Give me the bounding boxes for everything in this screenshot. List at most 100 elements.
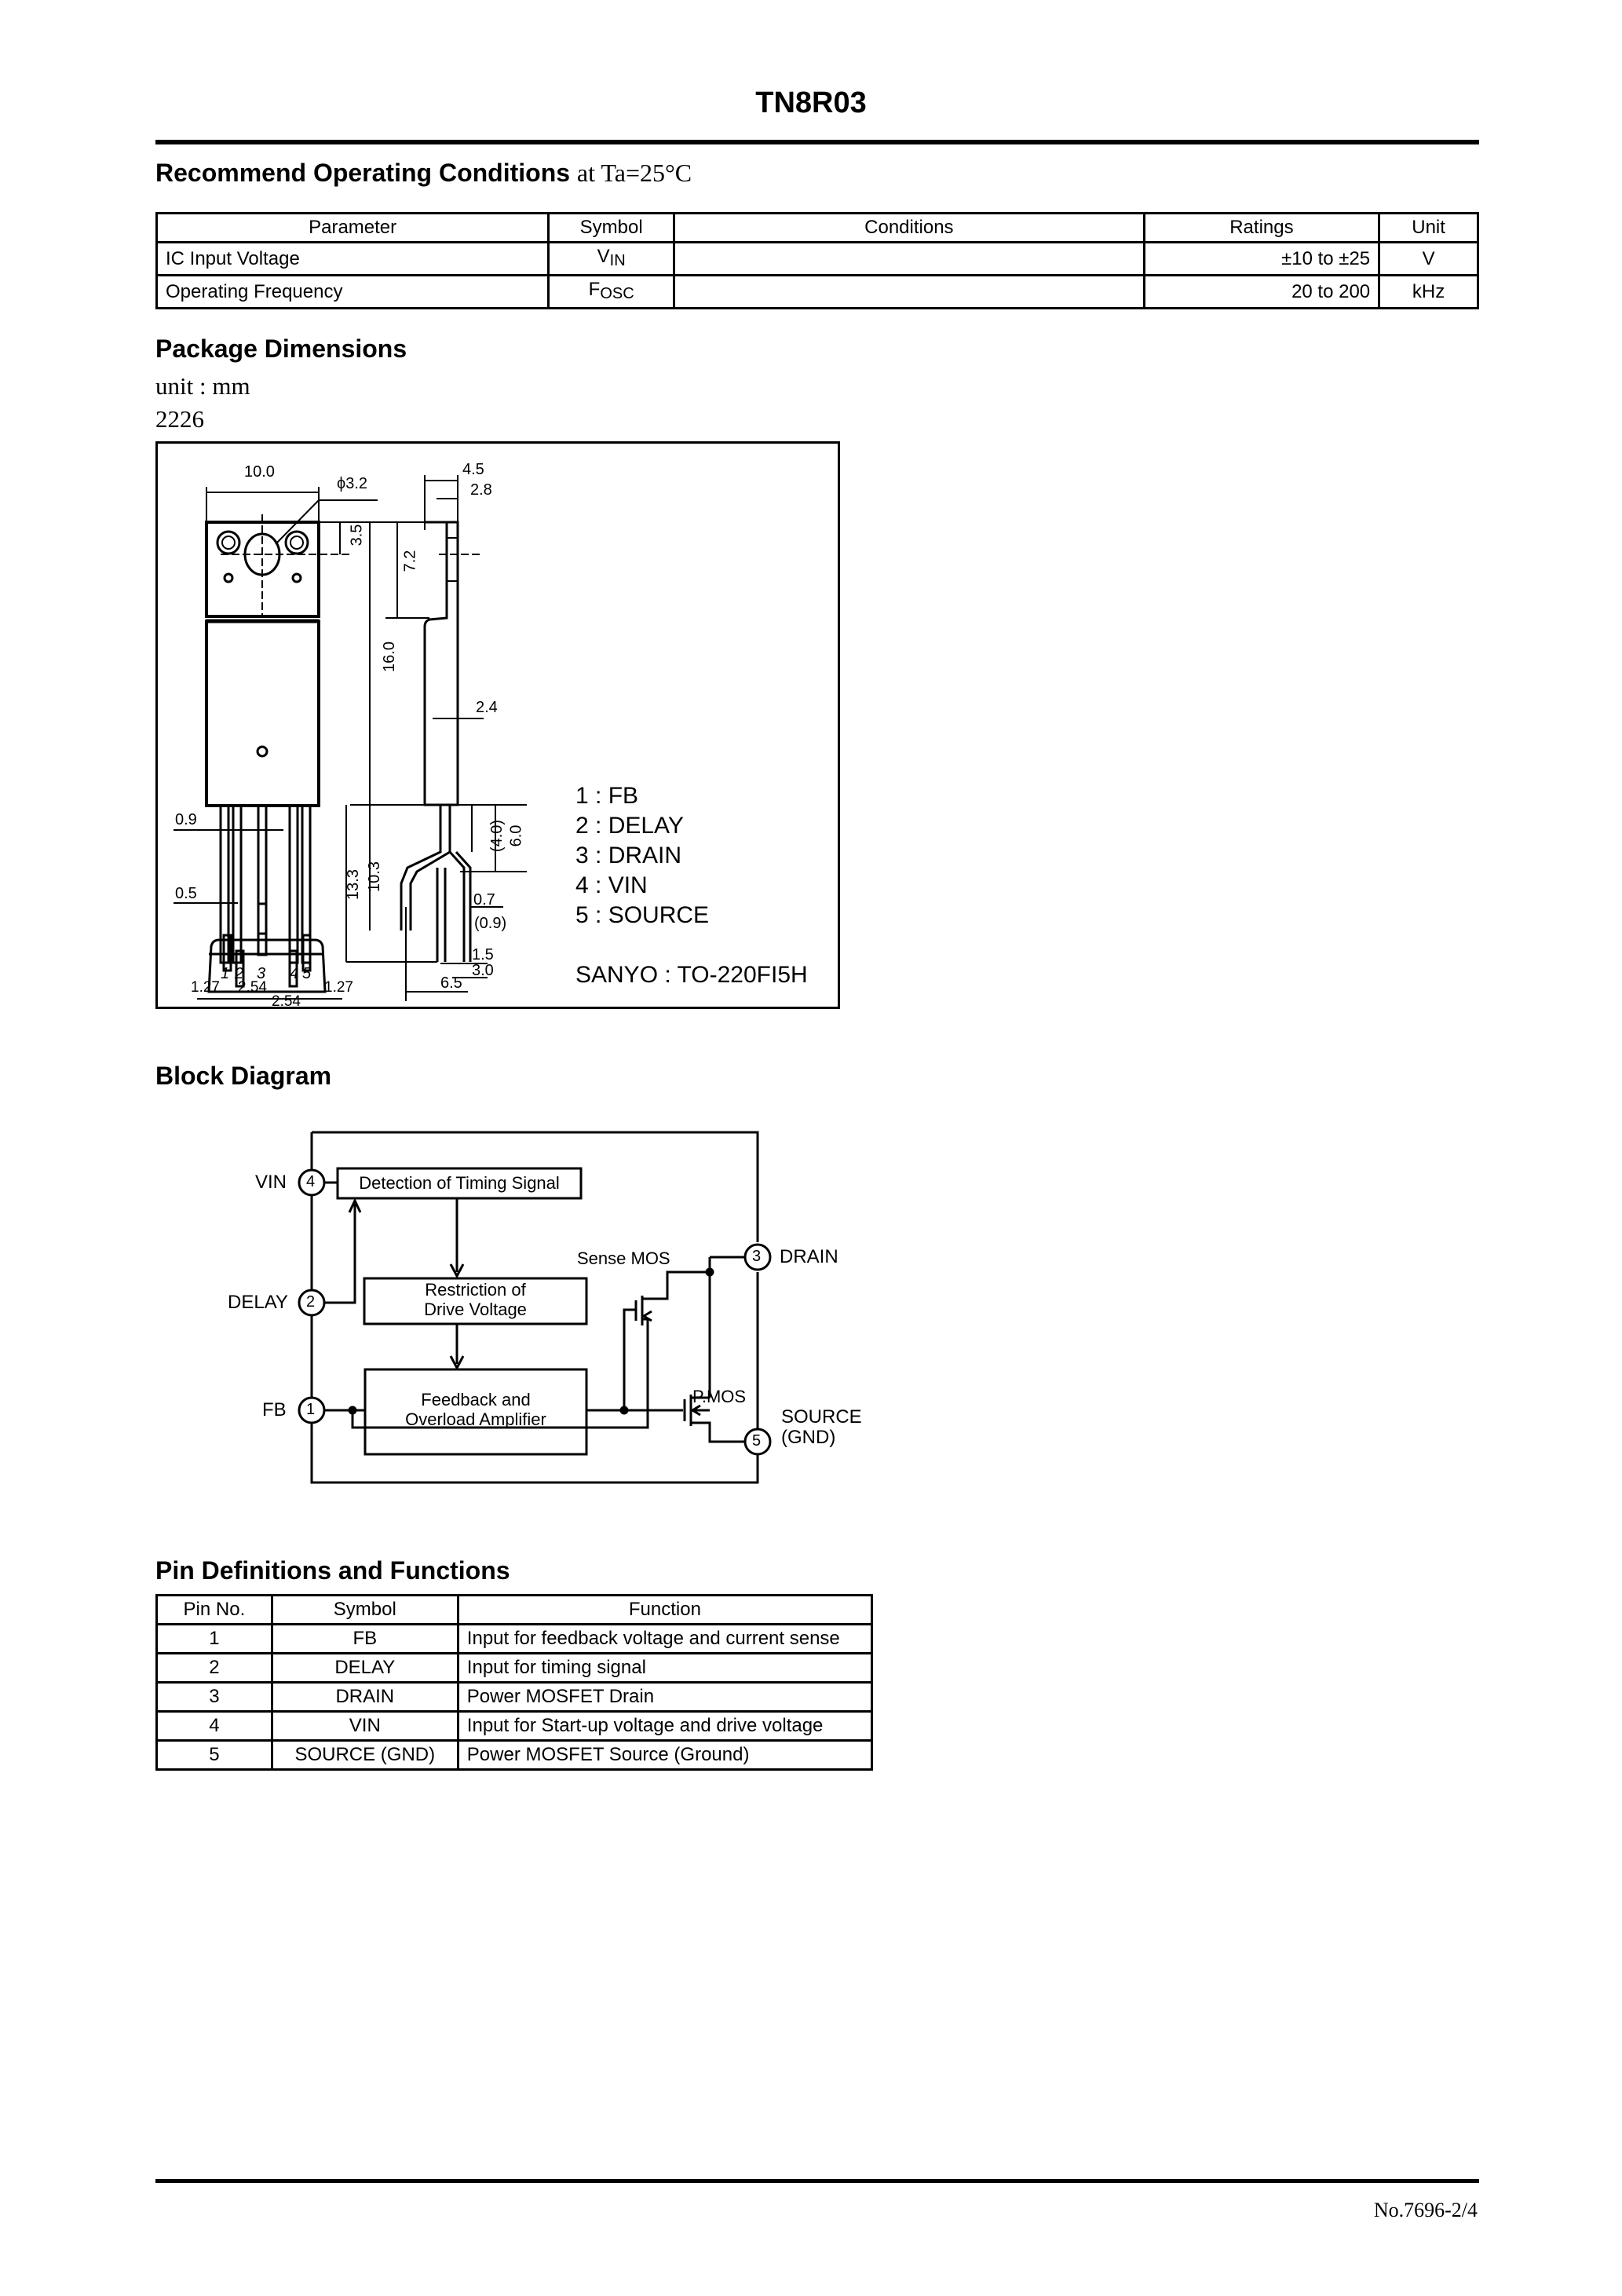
recommended-table: Parameter Symbol Conditions Ratings Unit…	[155, 212, 1479, 309]
dim-label: 3.5	[348, 524, 366, 547]
source-label: SOURCE	[781, 1406, 862, 1428]
feedback-line-2: Overload Amplifier	[405, 1409, 546, 1429]
table-row: 4 VIN Input for Start-up voltage and dri…	[155, 1710, 874, 1742]
ratings-cell: ±10 to ±25	[1142, 241, 1381, 276]
dim-label: 1.27	[324, 979, 353, 996]
unit-cell: V	[1378, 241, 1479, 276]
dim-label: 6.5	[440, 974, 462, 992]
restriction-block: Restriction of Drive Voltage	[364, 1280, 586, 1319]
package-outline-drawing	[174, 475, 527, 1001]
page-title: TN8R03	[755, 86, 867, 119]
dim-label: 0.7	[473, 891, 495, 909]
dim-label: 2.54	[238, 979, 267, 996]
pin-number: 3	[752, 1248, 762, 1265]
pin-cell: 3	[155, 1681, 273, 1713]
header-rule	[155, 140, 1479, 144]
package-heading: Package Dimensions	[155, 335, 407, 363]
unit-cell: kHz	[1378, 274, 1479, 309]
dim-label: 7.2	[401, 550, 419, 572]
sense-mos-label: Sense MOS	[577, 1249, 670, 1268]
recommended-heading-text: Recommend Operating Conditions	[155, 159, 571, 187]
pin-number: 1	[306, 1401, 316, 1418]
lead-number: 5	[302, 965, 312, 982]
symbol-cell: FB	[270, 1623, 459, 1654]
lead-number: 2	[235, 965, 244, 982]
col-parameter: Parameter	[155, 212, 550, 243]
package-code: 2226	[155, 405, 204, 433]
table-row: 2 DELAY Input for timing signal	[155, 1652, 874, 1684]
pmos-label: P.MOS	[692, 1387, 747, 1406]
ratings-cell: 20 to 200	[1142, 274, 1381, 309]
feedback-line-1: Feedback and	[421, 1390, 531, 1409]
col-ratings: Ratings	[1142, 212, 1381, 243]
table-row: 5 SOURCE (GND) Power MOSFET Source (Grou…	[155, 1739, 874, 1771]
symbol-cell: SOURCE (GND)	[270, 1739, 459, 1771]
dim-label: 2.8	[470, 481, 492, 499]
pin-cell: 5	[155, 1739, 273, 1771]
pin-label-fb: FB	[262, 1399, 287, 1420]
pin-legend-item: 3 : DRAIN	[575, 843, 682, 868]
table-row: IC Input Voltage VIN ±10 to ±25 V	[155, 241, 1479, 276]
dim-label: (4.0)	[488, 819, 506, 853]
col-pin-no: Pin No.	[155, 1594, 273, 1625]
pin-defs-table: Pin No. Symbol Function 1 FB Input for f…	[155, 1594, 874, 1771]
dim-label: 2.54	[272, 993, 301, 1010]
package-unit: unit : mm	[155, 372, 250, 400]
detection-block: Detection of Timing Signal	[359, 1173, 560, 1193]
symbol-sub: IN	[609, 252, 626, 269]
document-number: No.7696-2/4	[1373, 2199, 1478, 2221]
dim-label: 1.27	[191, 979, 220, 996]
pin-legend-item: 4 : VIN	[575, 872, 648, 898]
block-diagram-heading: Block Diagram	[155, 1062, 332, 1090]
col-conditions: Conditions	[673, 212, 1145, 243]
pin-legend-item: 5 : SOURCE	[575, 902, 710, 928]
recommended-heading-suffix: at Ta=25°C	[576, 159, 692, 187]
symbol-main: F	[588, 279, 601, 300]
col-symbol: Symbol	[547, 212, 676, 243]
dim-label: 1.5	[472, 946, 494, 963]
footer-rule	[155, 2179, 1479, 2183]
function-cell: Input for Start-up voltage and drive vol…	[456, 1710, 874, 1742]
table-row: Operating Frequency FOSC 20 to 200 kHz	[155, 274, 1479, 309]
package-name: SANYO : TO-220FI5H	[575, 962, 808, 988]
table-row: 1 FB Input for feedback voltage and curr…	[155, 1623, 874, 1654]
col-function: Function	[456, 1594, 874, 1625]
dim-label: 2.4	[476, 699, 498, 716]
block-diagram-wiring	[298, 1131, 772, 1484]
pin-number: 5	[752, 1432, 762, 1450]
pin-label-vin: VIN	[255, 1172, 287, 1193]
col-symbol: Symbol	[270, 1594, 459, 1625]
function-cell: Input for feedback voltage and current s…	[456, 1623, 874, 1654]
dim-label: 13.3	[344, 869, 362, 900]
package-drawing-frame: 10.0 ϕ3.2 3.5 4.5 2.8 7.2 16.0 2.4 0.9 0…	[155, 441, 840, 1010]
table-header-row: Pin No. Symbol Function	[155, 1594, 874, 1625]
dim-label: 10.0	[244, 463, 275, 481]
table-header-row: Parameter Symbol Conditions Ratings Unit	[155, 212, 1479, 243]
symbol-cell: DELAY	[270, 1652, 459, 1684]
dim-label: 0.5	[175, 885, 197, 902]
dim-label: (0.9)	[474, 915, 507, 932]
dim-label: 3.0	[472, 962, 494, 979]
pin-number: 2	[306, 1293, 316, 1311]
pin-cell: 2	[155, 1652, 273, 1684]
recommended-heading: Recommend Operating Conditions at Ta=25°…	[155, 159, 692, 188]
dim-label: 16.0	[380, 642, 398, 672]
function-cell: Power MOSFET Source (Ground)	[456, 1739, 874, 1771]
symbol-sub: OSC	[600, 285, 634, 302]
restriction-line-1: Restriction of	[425, 1280, 526, 1300]
dim-label: 6.0	[507, 824, 525, 847]
symbol-cell: FOSC	[547, 274, 676, 309]
pin-legend-item: 2 : DELAY	[575, 813, 684, 839]
dim-label: ϕ3.2	[337, 475, 368, 492]
dim-label: 4.5	[462, 461, 484, 478]
pin-legend-item: 1 : FB	[575, 783, 639, 809]
pin-label-drain: DRAIN	[780, 1246, 838, 1267]
conditions-cell	[673, 241, 1145, 276]
pin-legend: 1 : FB 2 : DELAY 3 : DRAIN 4 : VIN 5 : S…	[575, 781, 709, 930]
table-row: 3 DRAIN Power MOSFET Drain	[155, 1681, 874, 1713]
dim-label: 10.3	[365, 861, 383, 892]
symbol-main: V	[597, 246, 610, 267]
pin-label-source: SOURCE (GND)	[781, 1407, 862, 1448]
symbol-cell: DRAIN	[270, 1681, 459, 1713]
function-cell: Input for timing signal	[456, 1652, 874, 1684]
